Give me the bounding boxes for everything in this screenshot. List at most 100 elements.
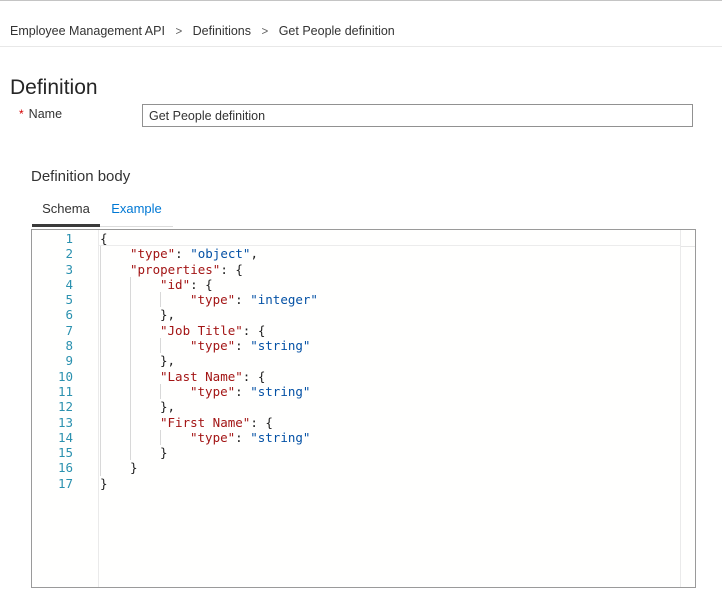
code-line-content[interactable]: } — [98, 460, 681, 476]
code-line-content[interactable]: "properties": { — [98, 261, 681, 277]
indent-guide — [130, 368, 131, 384]
tab-example[interactable]: Example — [100, 199, 173, 227]
code-line: 10 "Last Name": { — [32, 368, 681, 384]
indent-guide — [100, 429, 101, 446]
tab-schema[interactable]: Schema — [32, 199, 100, 227]
line-number: 12 — [57, 399, 73, 415]
breadcrumb: Employee Management API > Definitions > … — [10, 24, 395, 38]
breadcrumb-item-definitions[interactable]: Definitions — [192, 24, 252, 38]
indent-guide — [100, 414, 101, 430]
code-line: 17} — [32, 476, 681, 491]
code-line: 1{ — [32, 231, 681, 246]
code-line: 6}, — [32, 307, 681, 323]
code-line: 9}, — [32, 353, 681, 369]
indent-guide — [100, 307, 101, 323]
definition-body-heading: Definition body — [31, 168, 131, 186]
code-line-content[interactable]: "Last Name": { — [98, 368, 681, 384]
breadcrumb-separator: > — [175, 26, 183, 38]
code-line-content[interactable]: } — [100, 475, 108, 491]
code-line: 16} — [32, 460, 681, 476]
code-line: 11 "type": "string" — [32, 383, 681, 400]
line-number: 15 — [57, 445, 73, 461]
code-line-content[interactable]: }, — [98, 307, 681, 323]
line-number: 3 — [65, 261, 73, 277]
indent-guide — [160, 338, 161, 354]
scrollbar-thumb[interactable] — [681, 230, 695, 247]
indent-guide — [100, 261, 101, 277]
indent-guide — [130, 292, 131, 308]
code-line-content[interactable]: { — [98, 231, 681, 246]
code-line-content[interactable]: "First Name": { — [98, 414, 681, 430]
indent-guide — [100, 322, 101, 339]
line-number: 10 — [57, 368, 73, 384]
code-line-content[interactable]: "type": "string" — [98, 429, 681, 446]
indent-guide — [130, 445, 131, 461]
breadcrumb-item-current: Get People definition — [278, 24, 395, 38]
line-number: 14 — [57, 429, 73, 445]
indent-guide — [130, 429, 131, 446]
code-line: 4 "id": { — [32, 276, 681, 293]
line-number: 1 — [65, 231, 73, 246]
schema-code-editor[interactable]: 1{2"type": "object",3"properties": {4"id… — [31, 229, 696, 588]
line-number: 2 — [65, 246, 73, 262]
line-number: 7 — [65, 322, 73, 338]
code-line: 15} — [32, 445, 681, 461]
code-line-content[interactable]: "id": { — [98, 276, 681, 293]
breadcrumb-item-api[interactable]: Employee Management API — [10, 24, 165, 38]
indent-guide — [160, 383, 161, 400]
line-number: 9 — [65, 353, 73, 369]
indent-guide — [130, 322, 131, 339]
breadcrumb-separator: > — [261, 26, 269, 38]
indent-guide — [130, 383, 131, 400]
code-line: 5 "type": "integer" — [32, 292, 681, 308]
line-number: 17 — [57, 475, 73, 491]
code-line-content[interactable]: }, — [98, 353, 681, 369]
indent-guide — [130, 307, 131, 323]
breadcrumb-divider — [0, 46, 722, 47]
code-lines[interactable]: 1{2"type": "object",3"properties": {4"id… — [32, 231, 681, 491]
code-line: 14 "type": "string" — [32, 429, 681, 446]
code-line-content[interactable]: "type": "string" — [98, 338, 681, 354]
definition-body-tabs: Schema Example — [32, 199, 173, 227]
line-number: 6 — [65, 307, 73, 323]
code-line-content[interactable]: "type": "integer" — [98, 292, 681, 308]
name-label-text: Name — [28, 107, 63, 121]
code-line: 13 "First Name": { — [32, 414, 681, 430]
name-field-label: * Name — [19, 107, 62, 121]
indent-guide — [100, 368, 101, 384]
line-number: 13 — [57, 414, 73, 430]
indent-guide — [100, 276, 101, 293]
indent-guide — [130, 353, 131, 369]
indent-guide — [130, 414, 131, 430]
line-number: 4 — [65, 276, 73, 292]
code-line-content[interactable]: "type": "string" — [98, 383, 681, 400]
required-marker: * — [19, 107, 24, 121]
page-title: Definition — [10, 76, 98, 100]
page-top-border — [0, 0, 722, 1]
indent-guide — [130, 276, 131, 293]
editor-scrollbar[interactable] — [680, 230, 695, 587]
line-number: 5 — [65, 292, 73, 308]
indent-guide — [130, 399, 131, 415]
code-line: 12}, — [32, 399, 681, 415]
indent-guide — [100, 383, 101, 400]
code-line-content[interactable]: "Job Title": { — [98, 322, 681, 339]
indent-guide — [100, 460, 101, 476]
indent-guide — [160, 429, 161, 446]
indent-guide — [160, 292, 161, 308]
indent-guide — [100, 445, 101, 461]
code-line-content[interactable]: } — [98, 445, 681, 461]
code-line-content[interactable]: "type": "object", — [98, 246, 681, 262]
indent-guide — [100, 246, 101, 262]
code-line: 2 "type": "object", — [32, 246, 681, 262]
code-line: 3 "properties": { — [32, 261, 681, 277]
name-input[interactable] — [142, 104, 693, 127]
indent-guide — [100, 338, 101, 354]
indent-guide — [100, 292, 101, 308]
code-line: 8 "type": "string" — [32, 338, 681, 354]
line-number: 16 — [57, 460, 73, 476]
line-number: 11 — [57, 383, 73, 399]
code-line-content[interactable]: }, — [98, 399, 681, 415]
line-number: 8 — [65, 338, 73, 354]
indent-guide — [100, 353, 101, 369]
